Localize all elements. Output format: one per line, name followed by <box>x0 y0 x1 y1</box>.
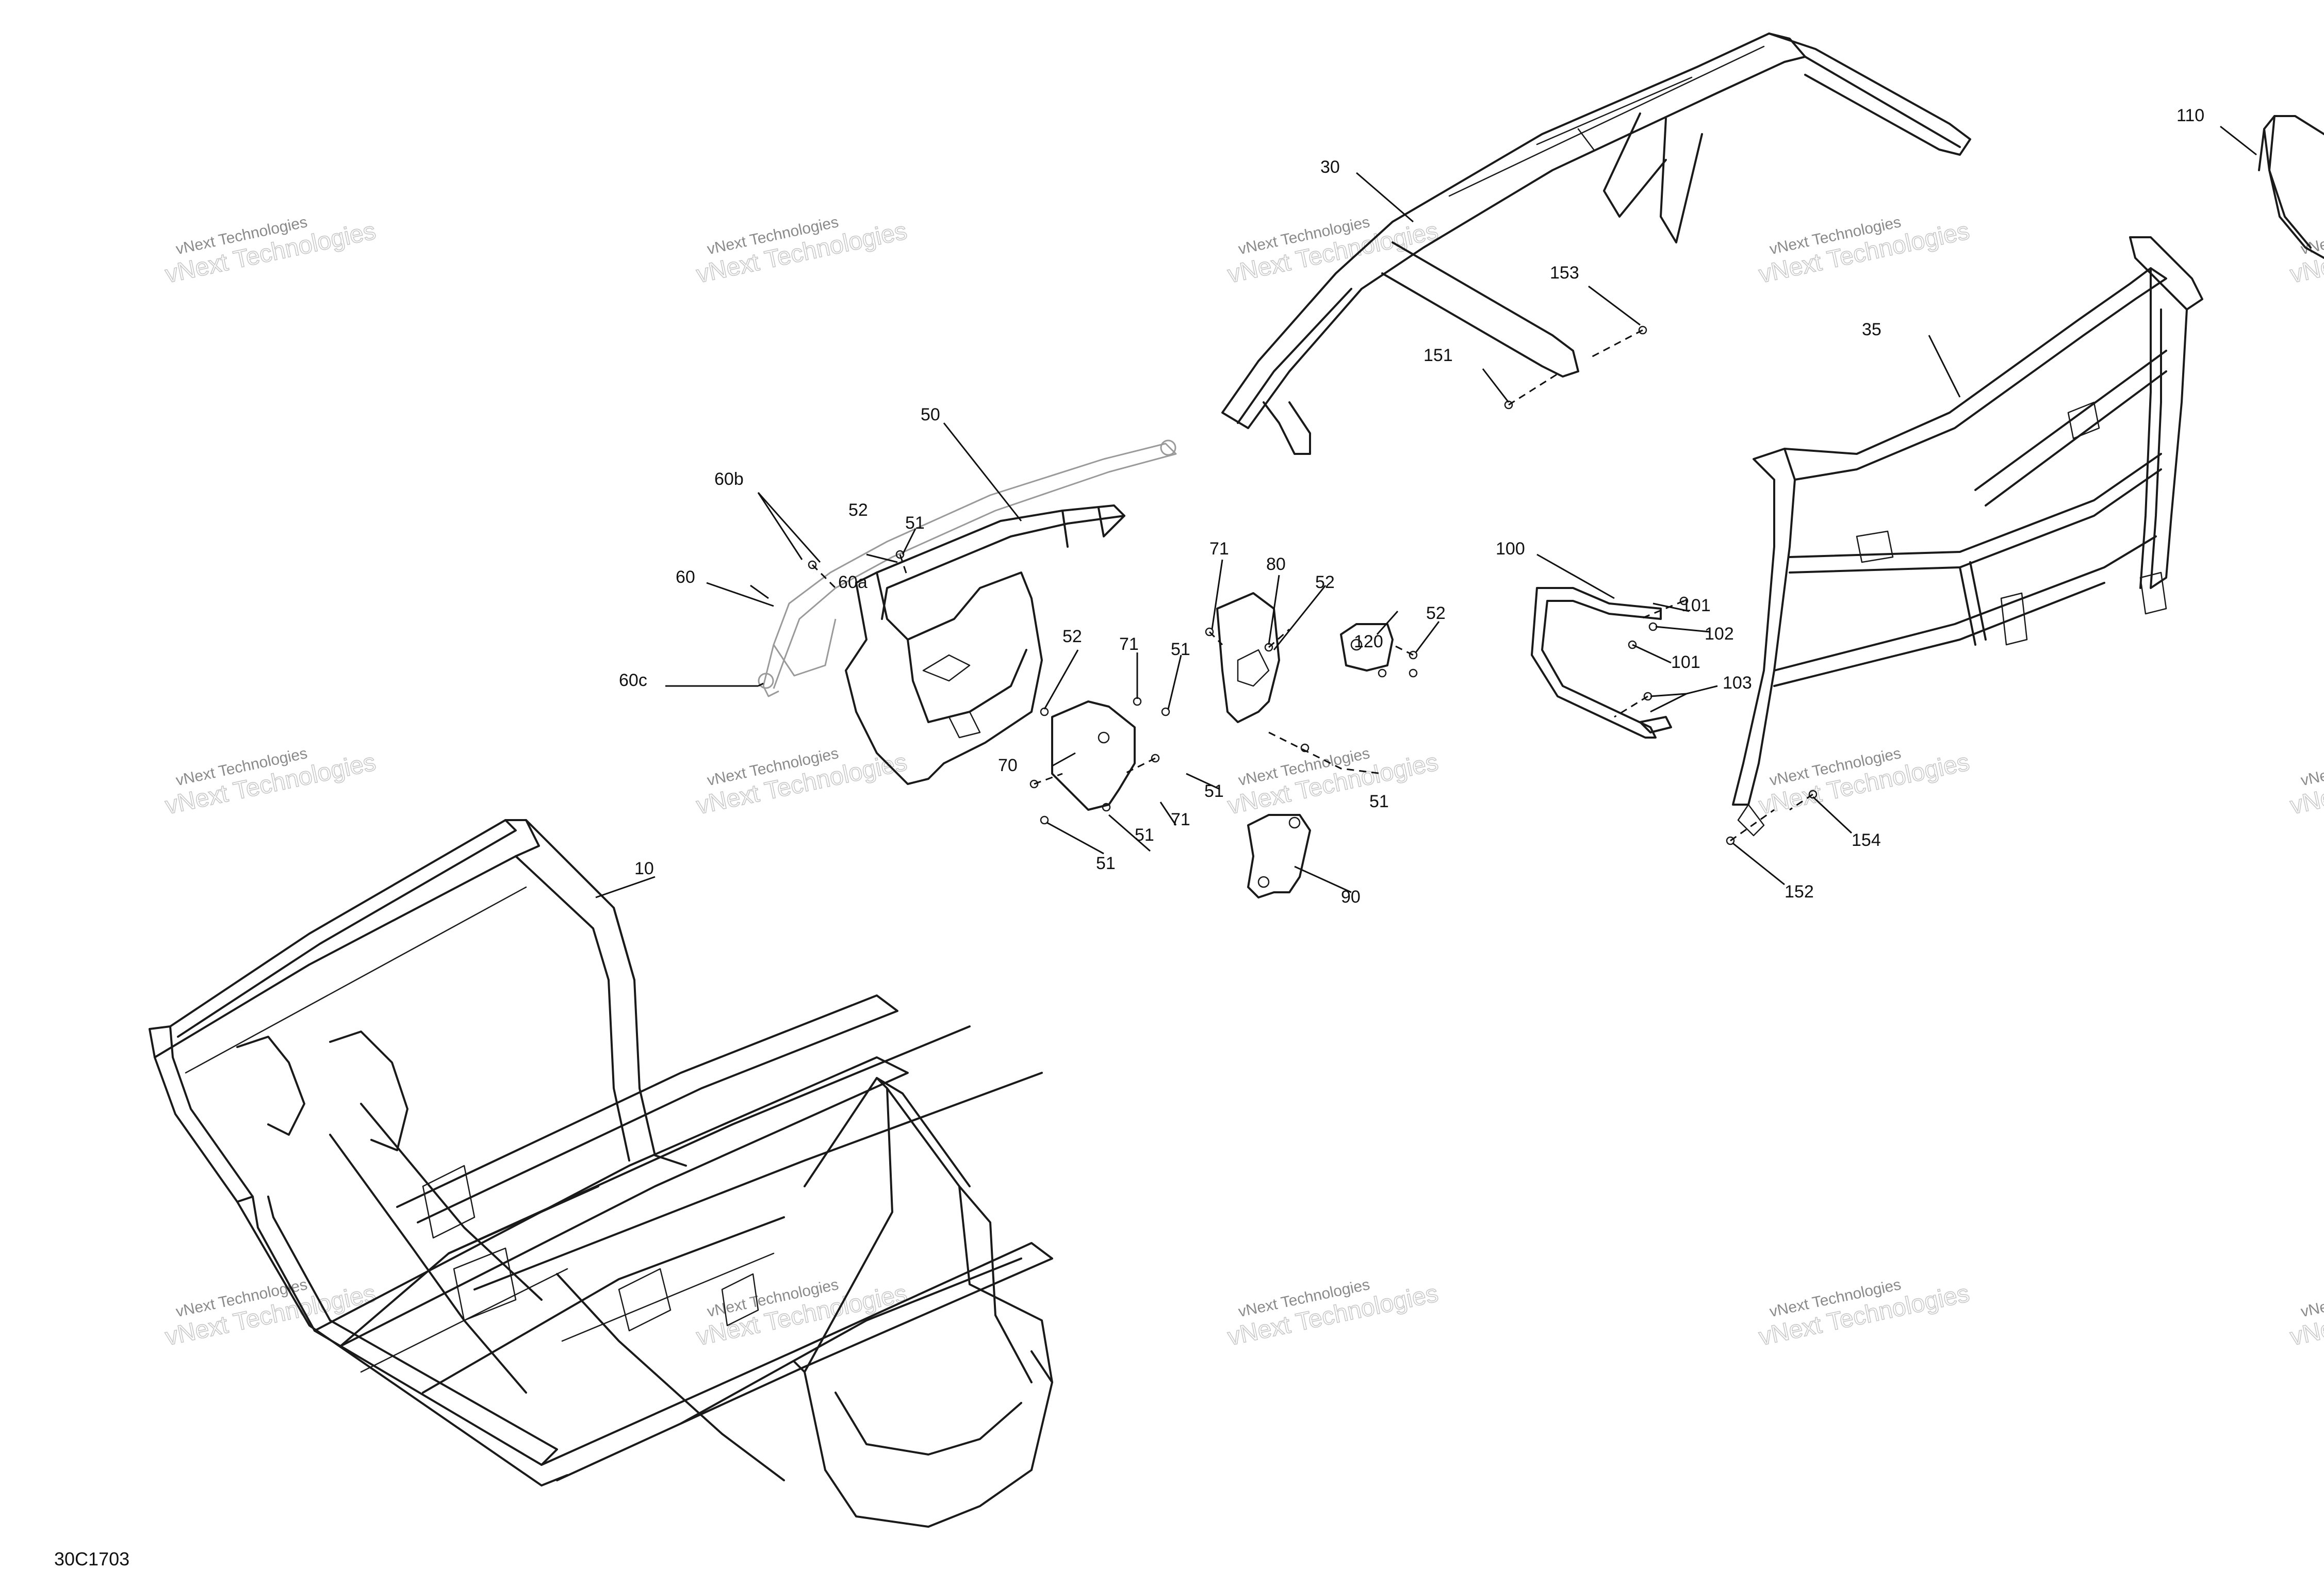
plate-part-70 <box>1051 700 1136 811</box>
callout-100: 100 <box>1496 539 1525 559</box>
callout-71-c: 71 <box>1171 810 1190 829</box>
callout-60: 60 <box>676 567 695 587</box>
callout-51-c: 51 <box>1135 825 1154 845</box>
callout-154: 154 <box>1852 830 1881 850</box>
rear-cage-part-35 <box>1732 236 2203 837</box>
side-rail-part-110 <box>2258 115 2324 259</box>
callout-60b: 60b <box>714 469 744 489</box>
callout-110: 110 <box>2176 106 2204 125</box>
front-bracket-part-50 <box>845 504 1125 785</box>
callout-51-top: 51 <box>905 513 925 533</box>
callout-70: 70 <box>998 756 1018 775</box>
ghost-rail-part-60 <box>758 439 1177 697</box>
watermark-line1: vNext Technologies <box>2299 1276 2324 1320</box>
callout-52-b: 52 <box>1062 627 1082 646</box>
callout-103: 103 <box>1723 673 1752 693</box>
callout-51-d: 51 <box>1096 854 1116 873</box>
bracket-part-120 <box>1340 623 1394 672</box>
callout-30: 30 <box>1320 157 1340 177</box>
callout-52-c: 52 <box>1315 573 1335 592</box>
callout-120: 120 <box>1354 632 1383 651</box>
callout-101-b: 101 <box>1671 652 1700 672</box>
callout-labels: 10 30 35 50 51 51 51 51 51 51 52 52 52 5… <box>619 106 2204 907</box>
alignment-lines <box>811 329 1813 842</box>
callout-35: 35 <box>1862 320 1881 339</box>
side-bar-part-100 <box>1531 587 1672 739</box>
callout-51-a: 51 <box>1171 640 1190 659</box>
upper-roll-bar-part-30 <box>1221 32 1971 455</box>
callout-101-a: 101 <box>1681 596 1711 615</box>
callout-60c: 60c <box>619 671 647 690</box>
bracket-part-90 <box>1247 814 1311 898</box>
callout-80: 80 <box>1266 554 1286 574</box>
callout-152: 152 <box>1785 882 1814 902</box>
leader-lines <box>595 125 2257 898</box>
callout-52-a: 52 <box>848 500 868 520</box>
callout-52-d: 52 <box>1426 603 1446 623</box>
main-frame-part-10 <box>149 819 1053 1528</box>
watermark-line1: vNext Technologies <box>2299 745 2324 789</box>
bracket-part-80 <box>1216 592 1280 723</box>
callout-60a: 60a <box>838 573 868 592</box>
callout-153: 153 <box>1550 263 1579 283</box>
callout-151: 151 <box>1423 346 1453 365</box>
callout-71-a: 71 <box>1119 634 1139 654</box>
fastener-hardware <box>808 325 1818 845</box>
callout-50: 50 <box>921 405 940 424</box>
callout-10: 10 <box>634 859 654 878</box>
callout-102: 102 <box>1705 624 1734 644</box>
callout-51-b: 51 <box>1204 781 1224 801</box>
callout-51-e: 51 <box>1369 792 1389 811</box>
diagram-code: 30C1703 <box>54 1548 129 1570</box>
callout-71-b: 71 <box>1209 539 1229 559</box>
callout-90: 90 <box>1341 887 1361 907</box>
